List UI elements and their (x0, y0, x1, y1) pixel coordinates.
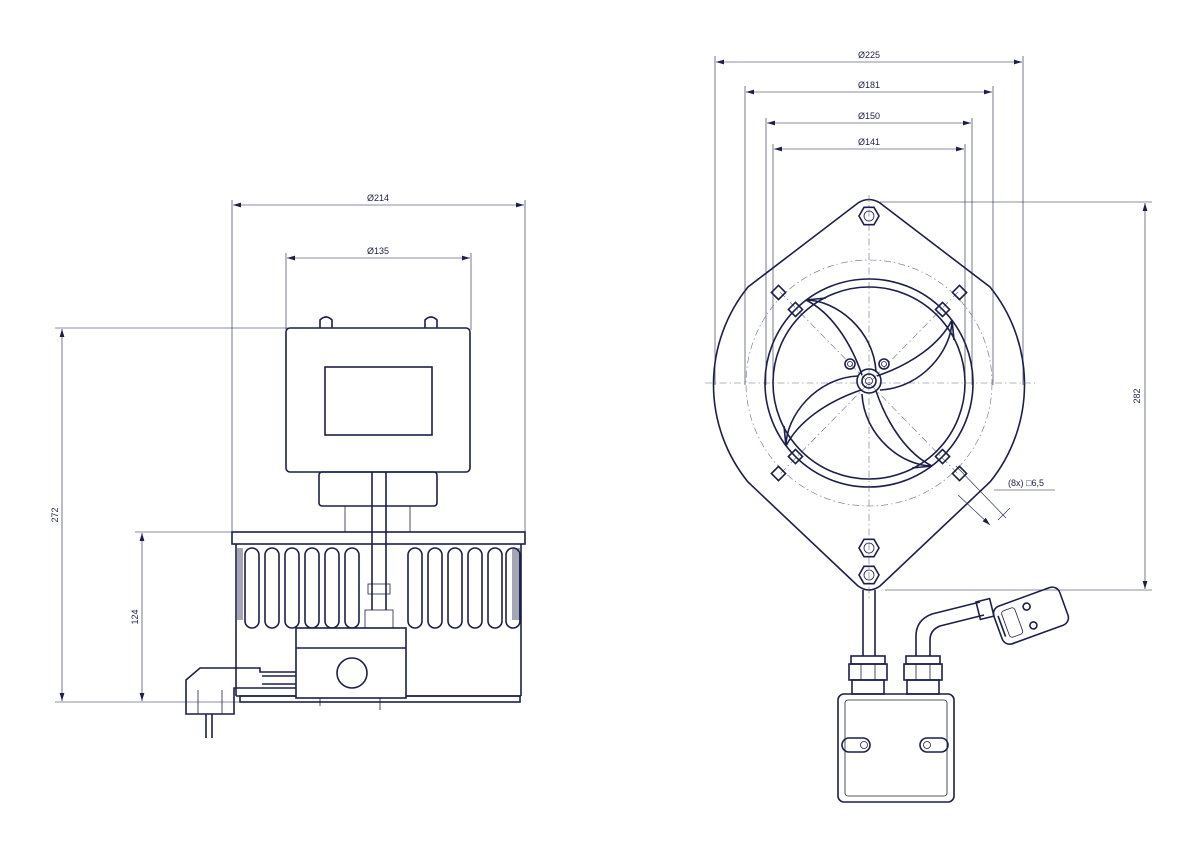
fan-hub (856, 368, 882, 394)
flange-nuts (858, 206, 880, 585)
hex-nut (858, 206, 880, 226)
blade-slot (407, 547, 423, 629)
blade-slot (427, 547, 443, 629)
power-plug (185, 667, 296, 715)
inner-ring-inner (772, 286, 966, 480)
mounting-hole (787, 448, 804, 465)
mounting-hole (951, 284, 968, 301)
mounting-hole (934, 301, 951, 318)
cable-gland-left (848, 655, 888, 695)
mounting-flange (712, 198, 1026, 591)
mounting-hole (770, 284, 787, 301)
blade-slot (284, 547, 300, 629)
blade-slot (304, 547, 320, 629)
blade-slot (244, 547, 260, 629)
blade-slot (487, 547, 503, 629)
impeller-ring-top (231, 531, 526, 545)
mounting-holes (770, 284, 968, 482)
dim-label-d135: Ø135 (367, 246, 389, 256)
junction-box (295, 627, 407, 699)
holes-spec-label: (8x) □6,5 (1008, 478, 1044, 488)
dim-label-h282: 282 (1132, 388, 1142, 403)
fan-blades (783, 297, 955, 469)
front-view: Ø225 Ø181 Ø150 Ø141 282 (705, 50, 1152, 803)
dim-label-h124: 124 (130, 609, 140, 624)
motor-label-plate (324, 366, 433, 436)
terminal-box (837, 693, 955, 803)
dim-label-d150: Ø150 (858, 111, 880, 121)
side-view: Ø214 Ø135 272 124 (50, 193, 526, 738)
power-plug-front (992, 586, 1070, 645)
blade-slot (344, 547, 360, 629)
cable-gland-right (903, 655, 943, 695)
impeller-blades (237, 547, 521, 629)
dim-label-h272: 272 (50, 507, 60, 522)
blade-slot (467, 547, 483, 629)
blade-slot (447, 547, 463, 629)
mounting-hole (934, 448, 951, 465)
dim-label-d214: Ø214 (367, 193, 389, 203)
motor-housing (285, 327, 471, 473)
hex-nut (858, 538, 880, 558)
hex-nut (858, 565, 880, 585)
blade-slot (264, 547, 280, 629)
mounting-hole (770, 465, 787, 482)
inner-ring-outer (764, 278, 974, 488)
mounting-hole (787, 301, 804, 318)
blade-slot (324, 547, 340, 629)
dim-label-d181: Ø181 (858, 80, 880, 90)
dim-label-d225: Ø225 (858, 50, 880, 60)
dim-label-d141: Ø141 (858, 137, 880, 147)
mounting-hole (951, 465, 968, 482)
